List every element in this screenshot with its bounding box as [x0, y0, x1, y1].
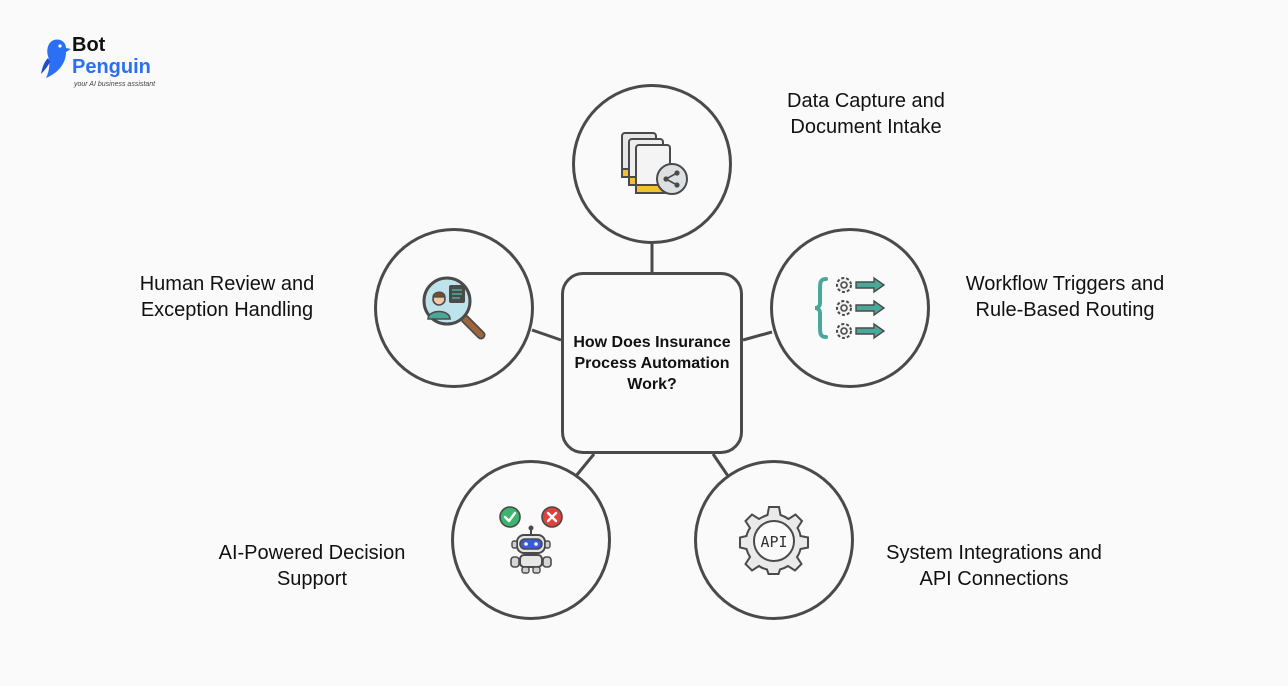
check-icon [499, 506, 521, 528]
label-data-capture-line1: Data Capture and [787, 90, 945, 112]
penguin-bird-icon [41, 39, 71, 78]
logo-text-bot: Bot [72, 34, 106, 56]
gear-icon-middle [836, 300, 852, 316]
label-system-integrations: System Integrations and API Connections [868, 540, 1120, 592]
label-ai-decision: AI-Powered Decision Support [198, 540, 426, 592]
label-data-capture-line2: Document Intake [790, 116, 942, 138]
connector-bottom-right [711, 453, 730, 477]
label-system-integrations-line2: API Connections [919, 568, 1069, 590]
center-topic-box: How Does Insurance Process Automation Wo… [561, 272, 743, 454]
label-workflow-triggers-line2: Rule-Based Routing [975, 299, 1155, 321]
api-gear-label: API [760, 533, 787, 551]
node-ai-decision [451, 460, 611, 620]
label-human-review-line2: Exception Handling [140, 299, 314, 321]
label-ai-decision-line1: AI-Powered Decision [218, 542, 406, 564]
label-system-integrations-line1: System Integrations and [886, 542, 1102, 564]
gear-icon-top [836, 277, 852, 293]
node-human-review [374, 228, 534, 388]
node-workflow-triggers [770, 228, 930, 388]
label-ai-decision-line2: Support [276, 568, 348, 590]
label-human-review: Human Review and Exception Handling [120, 271, 334, 323]
label-workflow-triggers-line1: Workflow Triggers and [965, 273, 1165, 295]
label-workflow-triggers: Workflow Triggers and Rule-Based Routing [950, 271, 1180, 323]
connector-left [531, 328, 562, 342]
botpenguin-logo[interactable]: Bot Penguin your AI business assistant [40, 34, 200, 94]
connector-bottom-left [574, 453, 596, 477]
node-data-capture [572, 84, 732, 244]
label-human-review-line1: Human Review and [139, 273, 315, 295]
robot-decision-icon [499, 506, 563, 574]
cross-icon [541, 506, 563, 528]
node-system-integrations: API [694, 460, 854, 620]
connector-right [742, 330, 773, 342]
magnifier-person-icon [422, 276, 486, 340]
gears-routing-icon [814, 276, 886, 340]
label-data-capture: Data Capture and Document Intake [766, 88, 966, 140]
api-gear-icon: API [739, 506, 809, 575]
center-title: How Does Insurance Process Automation Wo… [573, 333, 731, 393]
gear-icon-bottom [836, 323, 852, 339]
logo-tagline: your AI business assistant [74, 81, 156, 88]
logo-text-penguin: Penguin [72, 56, 151, 78]
documents-share-icon [621, 132, 688, 195]
robot-icon [510, 525, 552, 574]
